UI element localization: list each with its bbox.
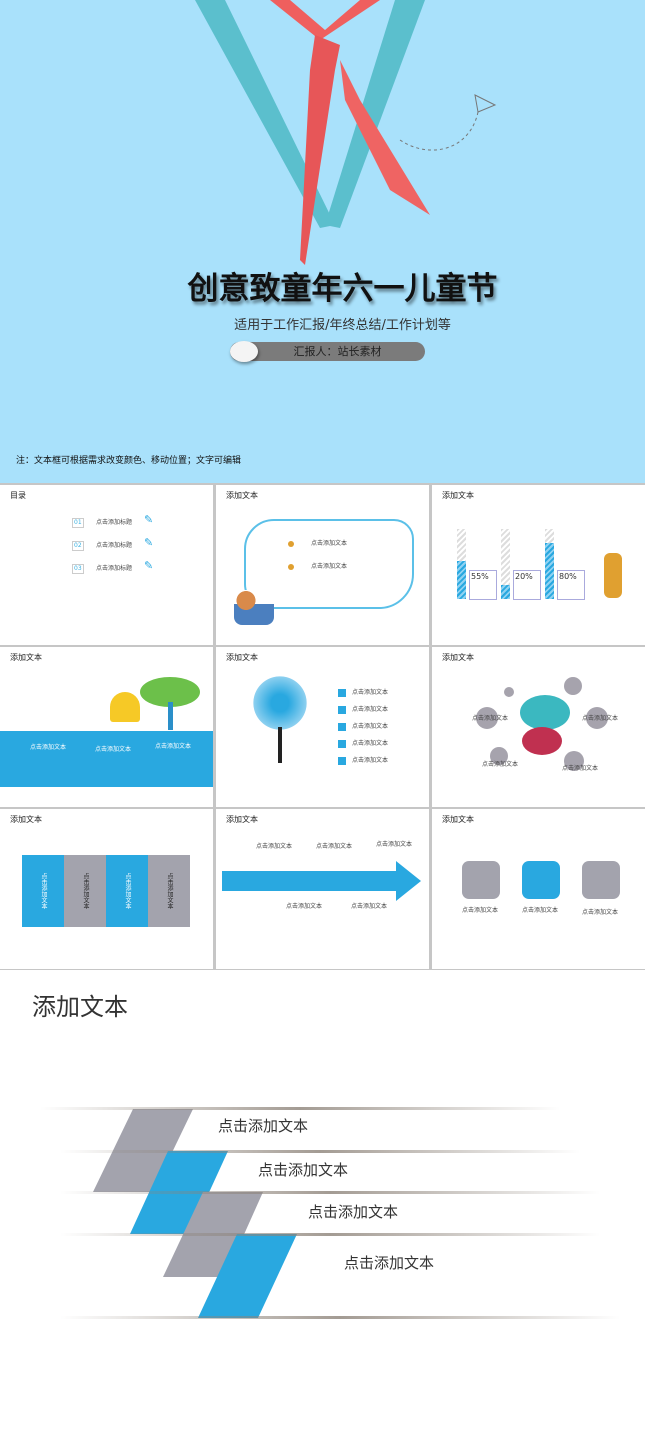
app-icon	[338, 723, 346, 731]
icon-button	[582, 861, 620, 899]
timeline-label: 点击添加文本	[316, 843, 353, 850]
timeline-label: 点击添加文本	[286, 903, 323, 910]
bar-fill	[501, 585, 510, 599]
icon-button	[462, 861, 500, 899]
reporter-label: 汇报人：站长素材	[293, 345, 382, 358]
wavy-frame	[244, 519, 414, 609]
app-icon	[338, 706, 346, 714]
list-item: 点击添加文本	[155, 743, 192, 750]
slide-title: 添加文本	[226, 653, 258, 662]
slide-trees[interactable]: 添加文本 点击添加文本 点击添加文本 点击添加文本	[0, 647, 213, 807]
bubble-label: 点击添加文本	[472, 715, 509, 722]
list-item: 点击添加文本	[308, 1203, 399, 1221]
slide-title: 添加文本	[442, 491, 474, 500]
slide-whale[interactable]: 添加文本 点击添加文本 点击添加文本 点击添加文本 点击添加文本	[432, 647, 645, 807]
list-item: 点击添加文本	[311, 540, 348, 547]
toc-label: 点击添加标题	[96, 519, 133, 526]
bubble-label: 点击添加文本	[562, 765, 599, 772]
bar-label: 80%	[557, 570, 585, 600]
slide-panels[interactable]: 添加文本 点击添加文本 点击添加文本 点击添加文本 点击添加文本	[0, 809, 213, 969]
toc-number: 02	[72, 541, 84, 551]
panel-text: 点击添加文本	[22, 855, 64, 927]
boy-illustration	[234, 590, 274, 625]
bullet-icon	[288, 541, 294, 547]
icon-button	[522, 861, 560, 899]
toc-item: 03 点击添加标题 ✎	[70, 558, 160, 581]
cover-title: 创意致童年六一儿童节	[187, 271, 498, 307]
button-label: 点击添加文本	[582, 909, 619, 916]
arrow-icon	[222, 861, 421, 901]
timeline-label: 点击添加文本	[256, 843, 293, 850]
cover-subtitle: 适用于工作汇报/年终总结/工作计划等	[234, 318, 451, 333]
sprout-illustration	[110, 692, 140, 722]
pencil-icon: ✎	[144, 513, 154, 526]
panel-text: 点击添加文本	[64, 855, 106, 927]
button-label: 点击添加文本	[522, 907, 559, 914]
pencil-icon: ✎	[144, 536, 154, 549]
list-item: 点击添加文本	[344, 1254, 435, 1272]
toc-item: 02 点击添加标题 ✎	[70, 535, 160, 558]
toc-label: 点击添加标题	[96, 542, 133, 549]
bubble-label: 点击添加文本	[482, 761, 519, 768]
icon-tree	[246, 675, 314, 731]
app-icon	[338, 757, 346, 765]
slide-buttons[interactable]: 添加文本 点击添加文本 点击添加文本 点击添加文本	[432, 809, 645, 969]
bar-fill	[545, 543, 554, 599]
slide-toc[interactable]: 目录 01 点击添加标题 ✎ 02 点击添加标题 ✎ 03 点击添加标题 ✎	[0, 485, 213, 645]
toc-number: 03	[72, 564, 84, 574]
toggle-knob	[230, 341, 258, 362]
cover-slide: 创意致童年六一儿童节 适用于工作汇报/年终总结/工作计划等 汇报人：站长素材 注…	[0, 0, 645, 483]
list-item: 点击添加文本	[30, 744, 67, 751]
toc-label: 点击添加标题	[96, 565, 133, 572]
app-icon	[338, 740, 346, 748]
toc-item: 01 点击添加标题 ✎	[70, 512, 160, 535]
bar-label: 55%	[469, 570, 497, 600]
app-icon	[338, 689, 346, 697]
slide-title: 添加文本	[32, 993, 128, 1021]
slide-title: 添加文本	[10, 815, 42, 824]
slide-diagonal-list[interactable]: 添加文本 点击添加文本 点击添加文本 点击添加文本 点击添加文本	[0, 970, 645, 1455]
reporter-pill: 汇报人：站长素材	[230, 341, 425, 362]
panel-text: 点击添加文本	[148, 855, 190, 927]
whale-illustration	[520, 695, 570, 730]
panel-text: 点击添加文本	[106, 855, 148, 927]
giraffe-illustration	[604, 553, 622, 598]
list-item: 点击添加文本	[311, 563, 348, 570]
slide-bars[interactable]: 添加文本 55% 20% 80%	[432, 485, 645, 645]
bar-track	[501, 529, 510, 599]
bar-fill	[457, 560, 466, 599]
slide-frame[interactable]: 添加文本 点击添加文本 点击添加文本	[216, 485, 429, 645]
bullet-icon	[288, 564, 294, 570]
slide-title: 添加文本	[226, 491, 258, 500]
slide-title: 添加文本	[442, 653, 474, 662]
bar-label: 20%	[513, 570, 541, 600]
slide-arrow-timeline[interactable]: 添加文本 点击添加文本 点击添加文本 点击添加文本 点击添加文本 点击添加文本	[216, 809, 429, 969]
button-label: 点击添加文本	[462, 907, 499, 914]
bubble-label: 点击添加文本	[582, 715, 619, 722]
slide-icon-tree[interactable]: 添加文本 点击添加文本 点击添加文本 点击添加文本 点击添加文本 点击添加文本	[216, 647, 429, 807]
bar-track	[457, 529, 466, 599]
slide-title: 添加文本	[442, 815, 474, 824]
timeline-label: 点击添加文本	[351, 903, 388, 910]
scarf-illustration	[195, 0, 497, 265]
toc-number: 01	[72, 518, 84, 528]
list-item: 点击添加文本	[95, 746, 132, 753]
list-item: 点击添加文本	[258, 1161, 349, 1179]
edit-note: 注：文本框可根据需求改变颜色、移动位置；文字可编辑	[16, 456, 242, 466]
pencil-icon: ✎	[144, 559, 154, 572]
list-item: 点击添加文本	[218, 1117, 309, 1135]
timeline-label: 点击添加文本	[376, 841, 413, 848]
slide-title: 目录	[10, 491, 26, 500]
slide-title: 添加文本	[226, 815, 258, 824]
bar-track	[545, 529, 554, 599]
slide-title: 添加文本	[10, 653, 42, 662]
